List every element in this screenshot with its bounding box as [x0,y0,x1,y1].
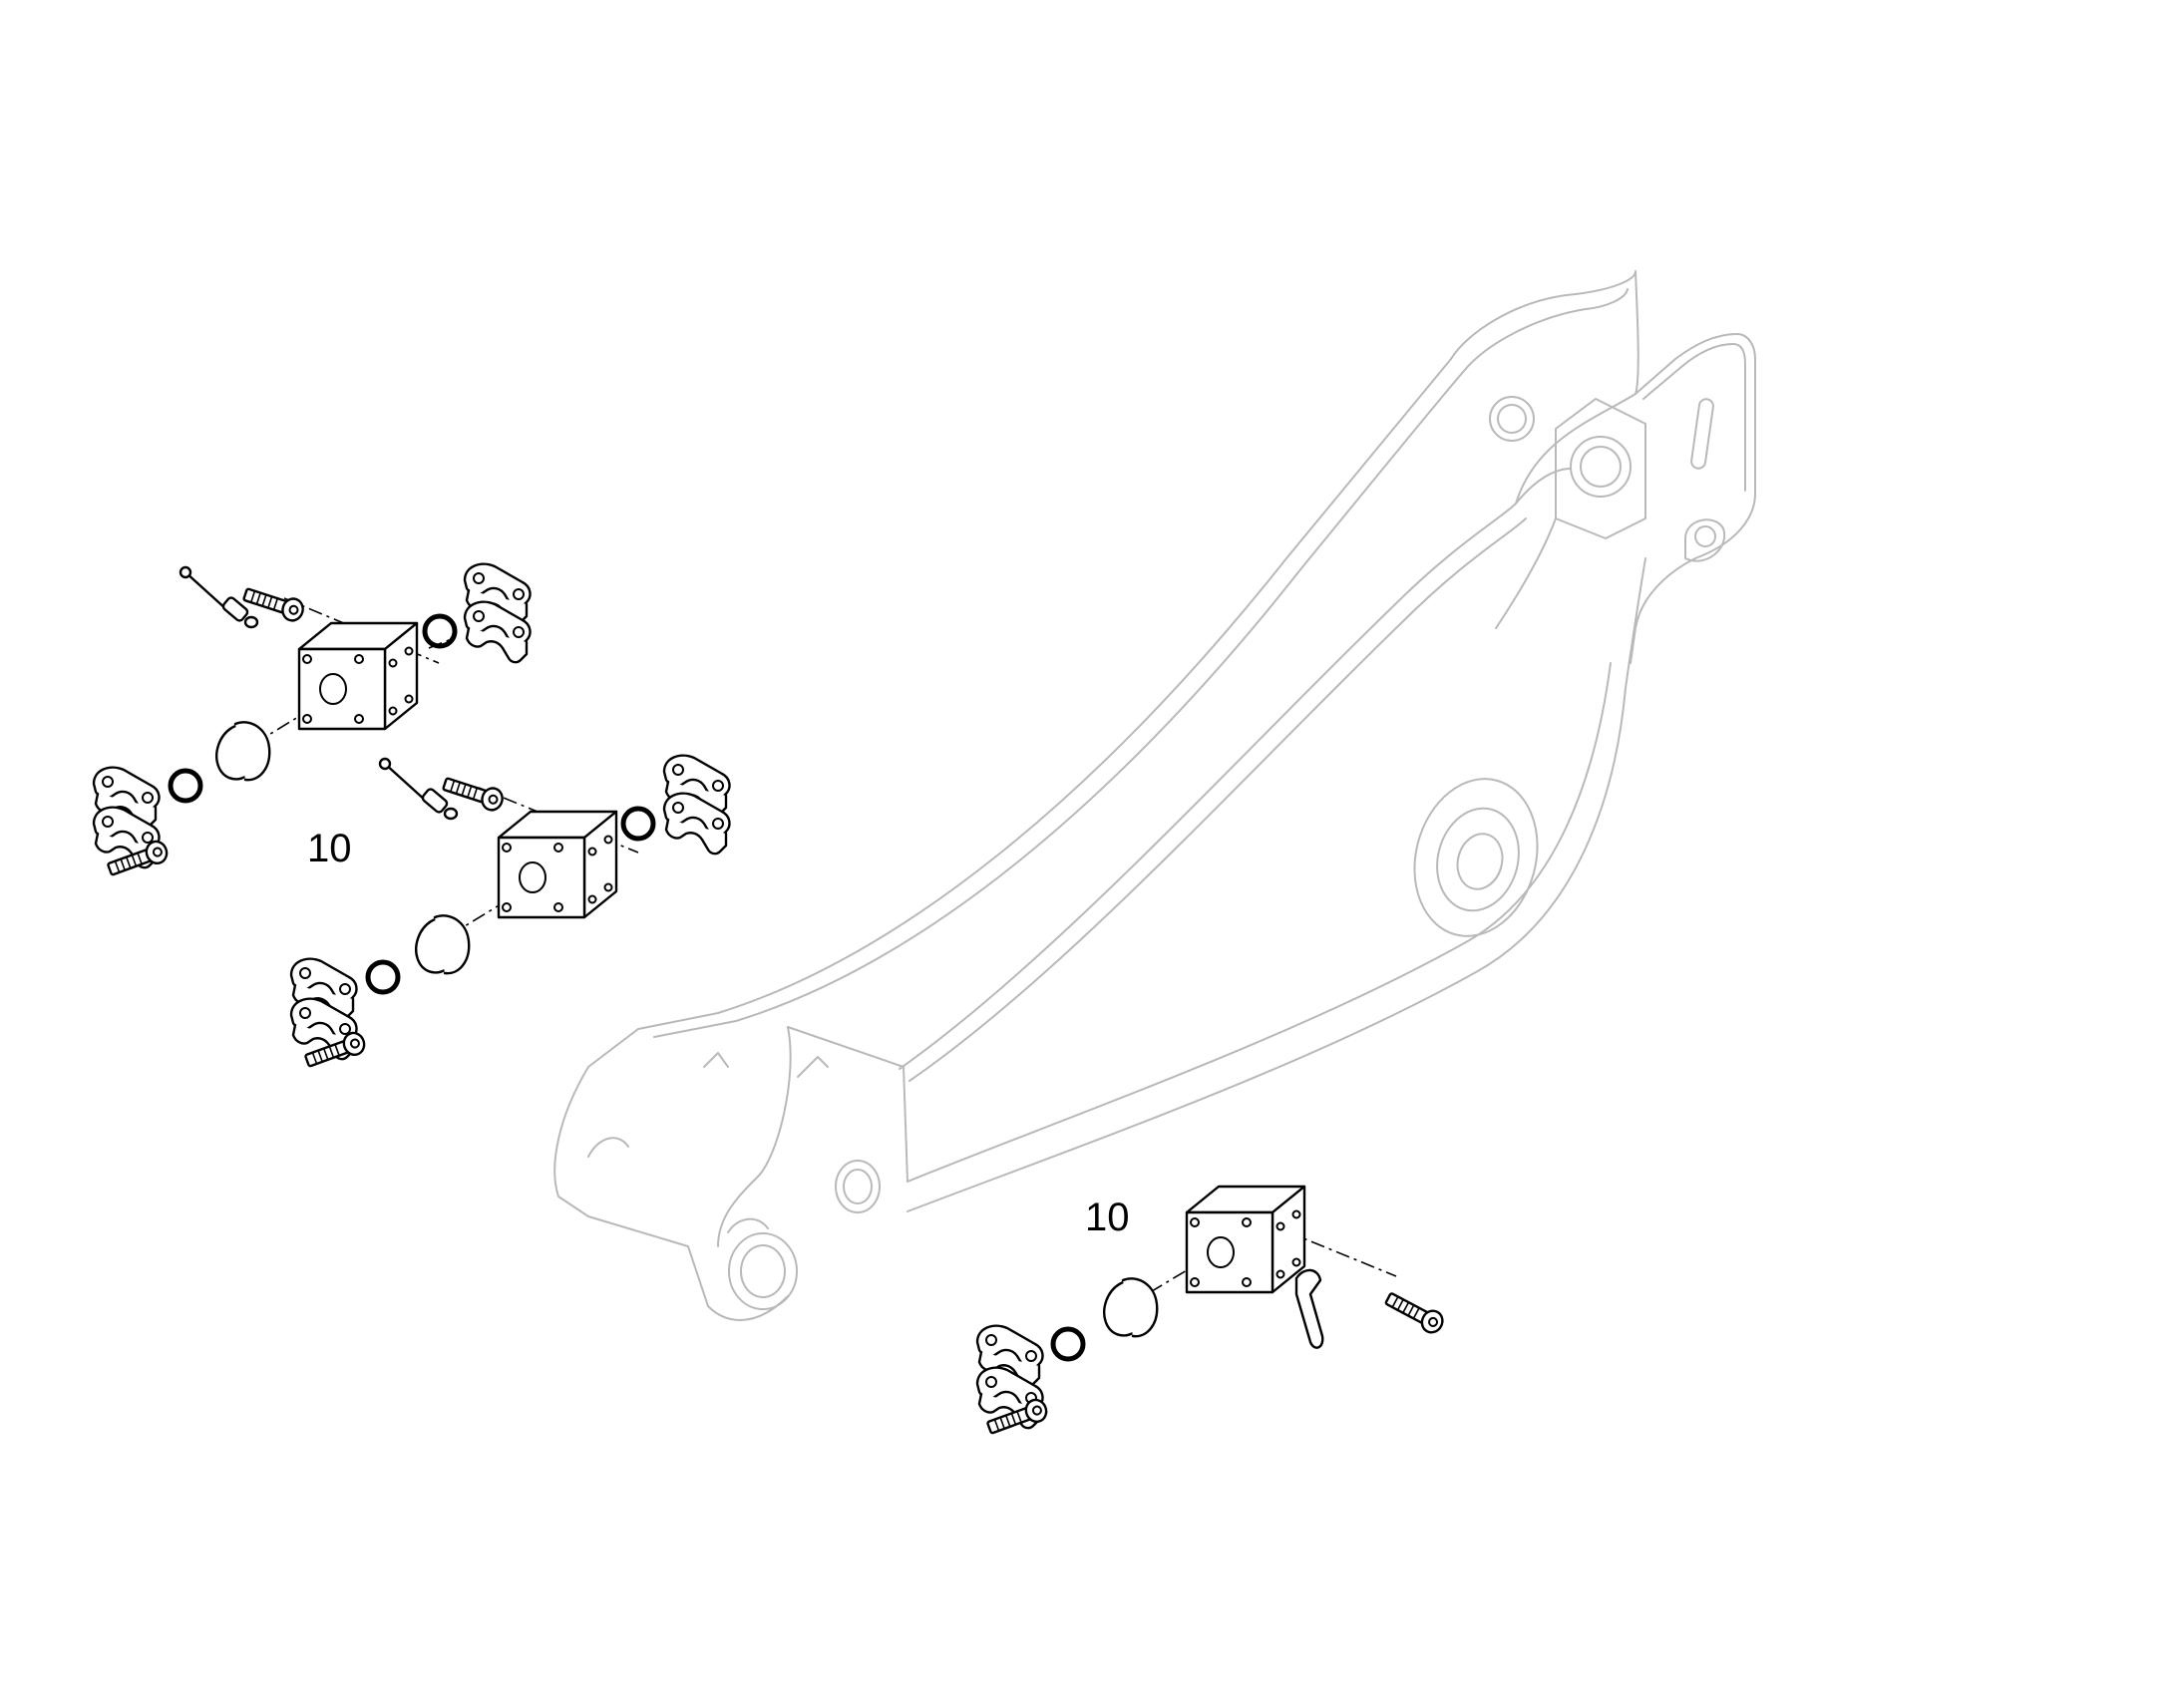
valve-assembly-middle [289,754,731,1073]
callout-label-upper: 10 [307,827,352,870]
valve-assembly-upper [92,562,532,881]
valve-assembly-lower [975,1185,1448,1440]
callout-label-lower: 10 [1085,1196,1130,1239]
loader-boom-arm [553,270,1756,1321]
